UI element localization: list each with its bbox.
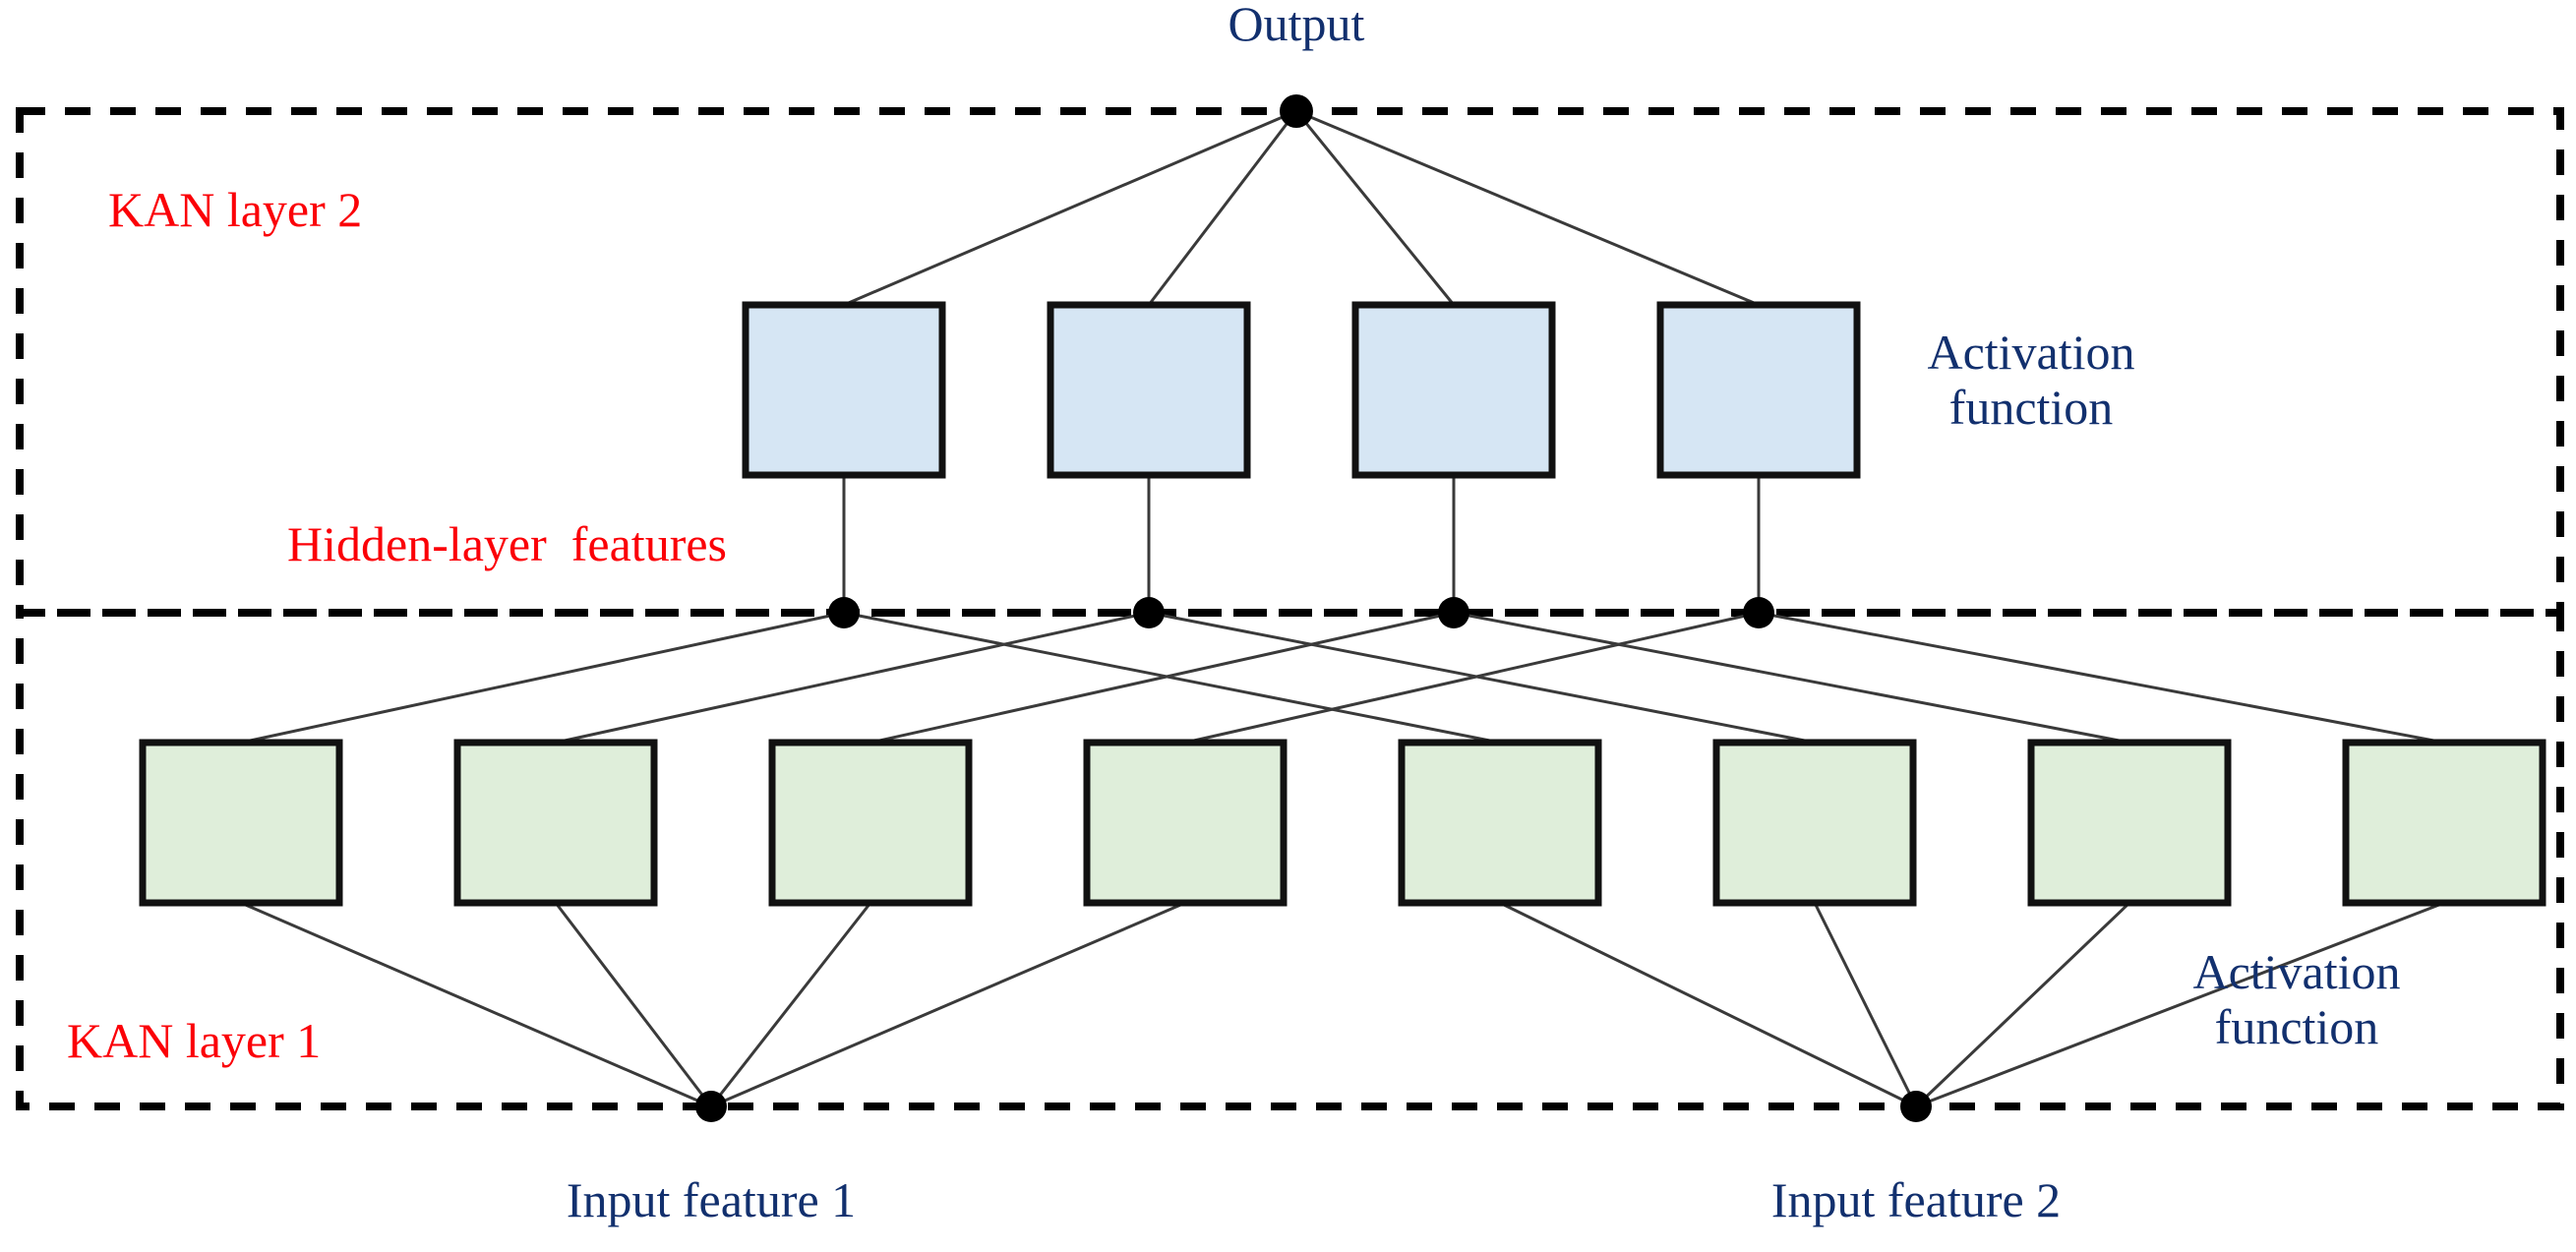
edge-box-l1-3-to-input-1 [709,902,872,1107]
input-node-2 [1900,1091,1932,1122]
hidden-node-3 [1438,597,1469,628]
input-feature-1-label: Input feature 1 [566,1172,857,1227]
activation-box-l1-5 [1398,739,1602,907]
edge-output-to-box-l2-1 [843,109,1297,307]
edge-output-to-box-l2-4 [1295,109,1760,307]
activation-box-l2-2 [1047,301,1251,479]
activation-box-l1-2 [453,739,658,907]
edge-hidden-2-to-box-l1-6 [1148,611,1816,745]
activation-box-l1-4 [1083,739,1288,907]
activation-box-l2-3 [1351,301,1556,479]
edge-hidden-2-to-box-l1-2 [555,611,1150,745]
activation-function-boxes [139,301,2546,907]
hidden-node-4 [1743,597,1774,628]
hidden-node-1 [828,597,860,628]
connection-edges [240,109,2445,1108]
activation-box-l2-4 [1656,301,1861,479]
edge-box-l1-5-to-input-2 [1499,901,1917,1108]
output-node [1280,94,1313,128]
edge-output-to-box-l2-3 [1294,110,1456,306]
input-node-1 [695,1091,727,1122]
activation-box-l2-1 [742,301,946,479]
edge-box-l1-6-to-input-2 [1813,902,1918,1107]
edge-box-l1-2-to-input-1 [554,902,713,1107]
edge-hidden-3-to-box-l1-7 [1453,611,2130,745]
hidden-node-2 [1133,597,1165,628]
kan-layer-1-label: KAN layer 1 [67,1013,322,1068]
activation-box-l1-7 [2027,739,2232,907]
edge-hidden-1-to-box-l1-5 [843,611,1501,745]
edge-box-l1-8-to-input-2 [1915,901,2445,1108]
kan-layer-1-region [16,609,2564,1110]
output-label: Output [1228,0,1365,51]
network-nodes [695,94,1932,1122]
activation-box-l1-8 [2342,739,2546,907]
edge-box-l1-1-to-input-1 [240,901,712,1108]
edge-hidden-4-to-box-l1-8 [1758,611,2445,745]
activation-function-label-top: Activation function [1927,325,2135,435]
edge-hidden-3-to-box-l1-3 [869,611,1455,745]
activation-function-label-bottom: Activation function [2192,944,2401,1054]
edge-hidden-1-to-box-l1-1 [240,611,845,745]
activation-box-l1-1 [139,739,343,907]
kan-layer-2-label: KAN layer 2 [108,182,363,237]
input-feature-2-label: Input feature 2 [1770,1172,2062,1227]
edge-box-l1-4-to-input-1 [710,901,1186,1108]
activation-box-l1-6 [1712,739,1917,907]
activation-box-l1-3 [768,739,973,907]
edge-box-l1-7-to-input-2 [1914,901,2131,1108]
edge-output-to-box-l2-2 [1147,110,1298,306]
edge-hidden-4-to-box-l1-4 [1184,611,1760,745]
hidden-layer-features-label: Hidden-layer features [287,516,727,571]
